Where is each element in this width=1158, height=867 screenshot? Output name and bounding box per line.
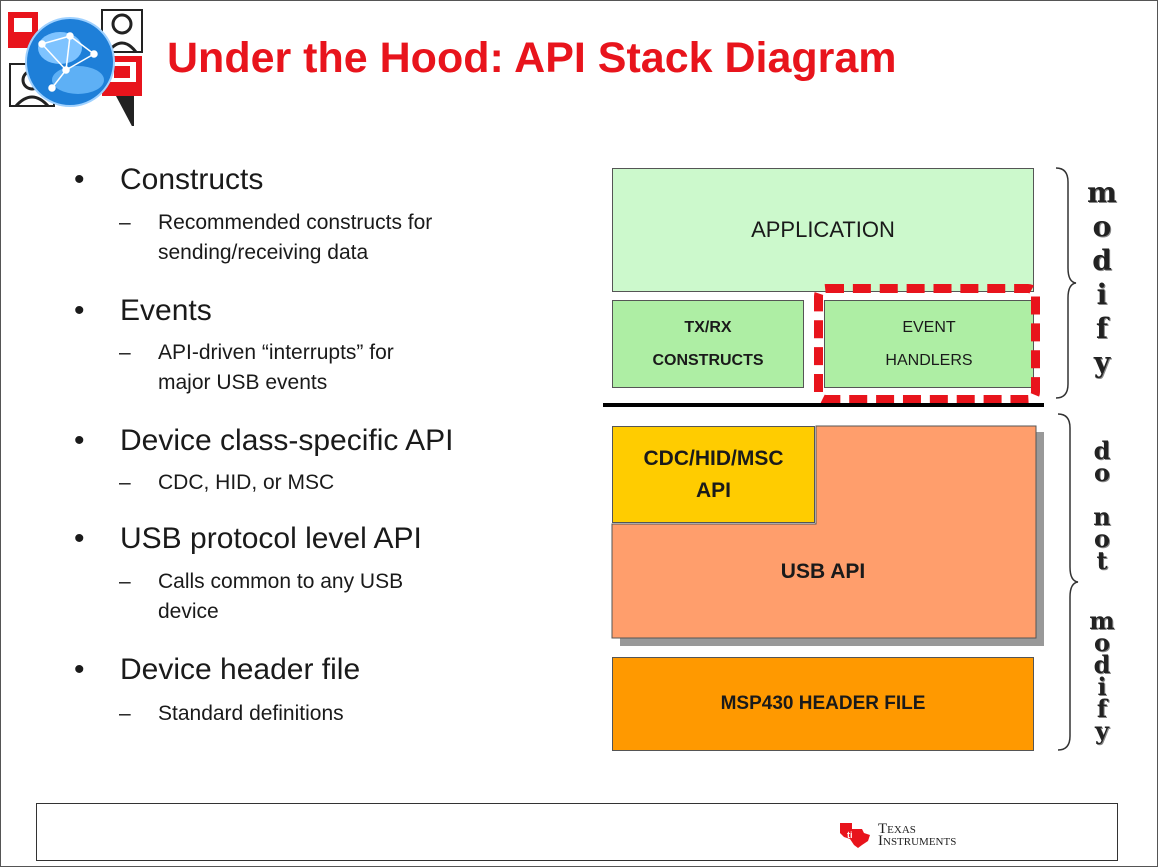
page-title: Under the Hood: API Stack Diagram (167, 34, 897, 82)
event-handlers-highlight (814, 284, 1040, 404)
do-not-modify-brace (1057, 413, 1079, 751)
sub-bullet-device-class-api: – CDC, HID, or MSC (119, 471, 335, 494)
bullet-constructs: Constructs (74, 163, 263, 197)
sub-bullet-usb-protocol-api: – Calls common to any USB device (119, 570, 404, 623)
footer-bar (36, 803, 1118, 861)
modify-brace (1055, 167, 1077, 399)
bullet-device-class-api: Device class-specific API (74, 424, 453, 458)
bullet-usb-protocol-api: USB protocol level API (74, 522, 422, 556)
sub-bullet-events: – API-driven “interrupts” for major USB … (119, 341, 394, 394)
sub-bullet-device-header-file: – Standard definitions (119, 702, 344, 725)
application-block: APPLICATION (612, 168, 1034, 292)
bullet-events: Events (74, 294, 212, 328)
sub-bullet-constructs: – Recommended constructs for sending/rec… (119, 211, 433, 264)
modify-boundary-line (603, 403, 1044, 407)
bullet-device-header-file: Device header file (74, 653, 360, 687)
usb-api-label: USB API (780, 560, 866, 583)
texas-instruments-wordmark: Texas Instruments (878, 821, 957, 849)
texas-instruments-logo: ti Texas Instruments (838, 821, 998, 851)
do-not-vertical-label: do not do not (1093, 436, 1111, 575)
msp430-header-file-block: MSP430 HEADER FILE (612, 657, 1034, 751)
texas-state-icon: ti (840, 823, 870, 848)
globe-people-logo-icon (8, 9, 143, 126)
svg-text:ti: ti (847, 830, 853, 840)
usb-api-block (611, 425, 1044, 646)
